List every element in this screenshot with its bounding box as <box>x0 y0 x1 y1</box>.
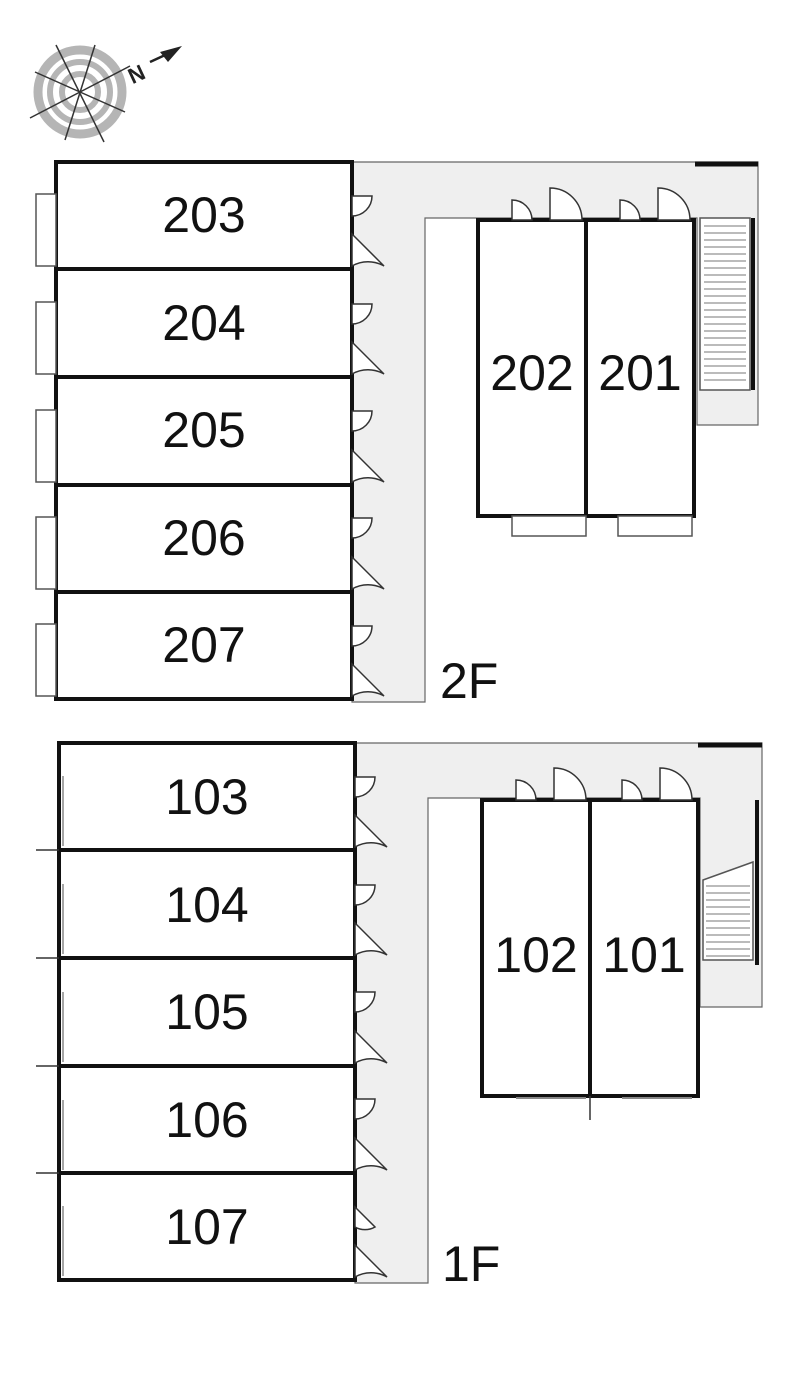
floor-label-1f: 1F <box>442 1236 500 1292</box>
unit-label-106: 106 <box>165 1092 248 1148</box>
unit-label-101: 101 <box>602 927 685 983</box>
unit-box-101 <box>588 798 700 1098</box>
doors-1f-east <box>515 767 693 801</box>
unit-box-204 <box>54 267 354 379</box>
unit-label-206: 206 <box>162 510 245 566</box>
unit-label-105: 105 <box>165 984 248 1040</box>
stairs-1f <box>698 742 762 965</box>
balconies-2f <box>35 193 57 697</box>
compass-north-label: N <box>124 59 149 88</box>
unit-label-205: 205 <box>162 402 245 458</box>
corridor-2f <box>351 161 759 703</box>
doors-2f-west <box>351 195 385 698</box>
unit-label-203: 203 <box>162 187 245 243</box>
unit-box-203 <box>54 160 354 271</box>
windows-1f-east <box>516 1096 692 1120</box>
unit-box-206 <box>54 483 354 594</box>
unit-box-107 <box>57 1171 357 1282</box>
floor-label-2f: 2F <box>440 653 498 709</box>
unit-box-105 <box>57 956 357 1068</box>
floor-2f: 203 204 205 206 207 202 201 2F <box>35 160 759 709</box>
unit-label-103: 103 <box>165 769 248 825</box>
unit-label-201: 201 <box>598 345 681 401</box>
unit-label-107: 107 <box>165 1199 248 1255</box>
unit-label-207: 207 <box>162 617 245 673</box>
fence-ticks-1f <box>36 776 64 1276</box>
unit-label-204: 204 <box>162 295 245 351</box>
unit-box-207 <box>54 590 354 701</box>
unit-label-104: 104 <box>165 877 248 933</box>
unit-box-104 <box>57 848 357 960</box>
unit-label-102: 102 <box>494 927 577 983</box>
unit-label-202: 202 <box>490 345 573 401</box>
stairs-2f <box>695 161 758 391</box>
doors-2f-east <box>511 187 691 221</box>
balconies-2f-east <box>511 515 693 537</box>
floor-1f: 103 104 105 106 107 102 101 1F <box>36 741 763 1292</box>
compass-icon: N <box>29 44 182 143</box>
doors-1f-west <box>354 776 388 1279</box>
